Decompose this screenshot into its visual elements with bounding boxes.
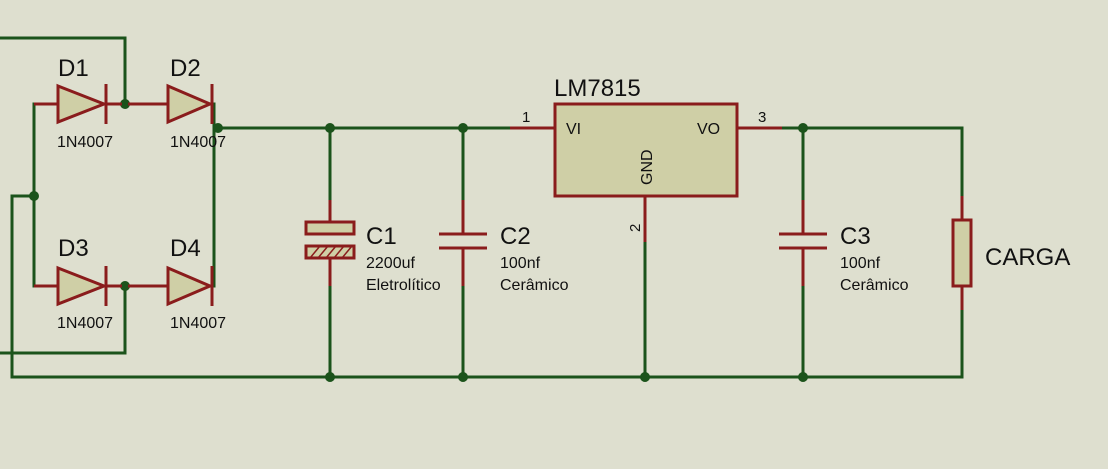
wire-output-rail xyxy=(778,126,964,198)
c3-value: 100nf xyxy=(840,255,881,272)
d1-part: 1N4007 xyxy=(57,134,113,151)
regulator-ref: LM7815 xyxy=(554,75,641,102)
d3-ref: D3 xyxy=(58,235,89,262)
c1-positive-plate xyxy=(304,220,356,236)
capacitor-c3[interactable]: C3 100nf Cerâmico xyxy=(779,200,909,294)
d3-part: 1N4007 xyxy=(57,315,113,332)
wire-ac-input-top xyxy=(0,36,127,106)
c2-ref: C2 xyxy=(500,223,531,250)
junction-dot xyxy=(213,123,223,133)
regulator-pin-gnd: GND xyxy=(639,149,656,185)
capacitor-c1[interactable]: C1 2200uf Eletrolítico xyxy=(304,200,441,294)
junctions xyxy=(29,99,808,382)
junction-dot xyxy=(458,123,468,133)
junction-dot xyxy=(325,372,335,382)
wires xyxy=(0,36,964,379)
load-body xyxy=(951,218,973,288)
regulator-pin3-number: 3 xyxy=(758,109,766,126)
junction-dot xyxy=(458,372,468,382)
wire-ac-input-bottom xyxy=(0,284,127,355)
diode-d1[interactable]: D1 1N4007 xyxy=(34,55,122,151)
d2-part: 1N4007 xyxy=(170,134,226,151)
regulator-body xyxy=(553,102,739,198)
junction-dot xyxy=(120,99,130,109)
wire-ground-return xyxy=(10,194,964,379)
c3-type: Cerâmico xyxy=(840,277,909,294)
junction-dot xyxy=(798,123,808,133)
junction-dot xyxy=(325,123,335,133)
c1-value: 2200uf xyxy=(366,255,415,272)
c2-value: 100nf xyxy=(500,255,541,272)
junction-dot xyxy=(640,372,650,382)
load-label: CARGA xyxy=(985,244,1070,271)
d4-part: 1N4007 xyxy=(170,315,226,332)
d1-ref: D1 xyxy=(58,55,89,82)
regulator-pin-vo: VO xyxy=(697,121,720,138)
d2-ref: D2 xyxy=(170,55,201,82)
junction-dot xyxy=(120,281,130,291)
junction-dot xyxy=(29,191,39,201)
regulator-lm7815[interactable]: LM7815 VI VO GND 1 3 2 xyxy=(510,75,782,242)
c3-ref: C3 xyxy=(840,223,871,250)
c2-type: Cerâmico xyxy=(500,277,569,294)
load-resistor[interactable]: CARGA xyxy=(951,196,1070,310)
c1-ref: C1 xyxy=(366,223,397,250)
diode-d3[interactable]: D3 1N4007 xyxy=(34,235,122,332)
junction-dot xyxy=(798,372,808,382)
diode-d4[interactable]: D4 1N4007 xyxy=(128,235,226,332)
c1-type: Eletrolítico xyxy=(366,277,441,294)
regulator-pin2-number: 2 xyxy=(627,224,644,232)
capacitor-c2[interactable]: C2 100nf Cerâmico xyxy=(439,200,569,294)
regulator-pin1-number: 1 xyxy=(522,109,530,126)
diode-d2[interactable]: D2 1N4007 xyxy=(128,55,226,151)
regulator-pin-vi: VI xyxy=(566,121,581,138)
d4-ref: D4 xyxy=(170,235,201,262)
